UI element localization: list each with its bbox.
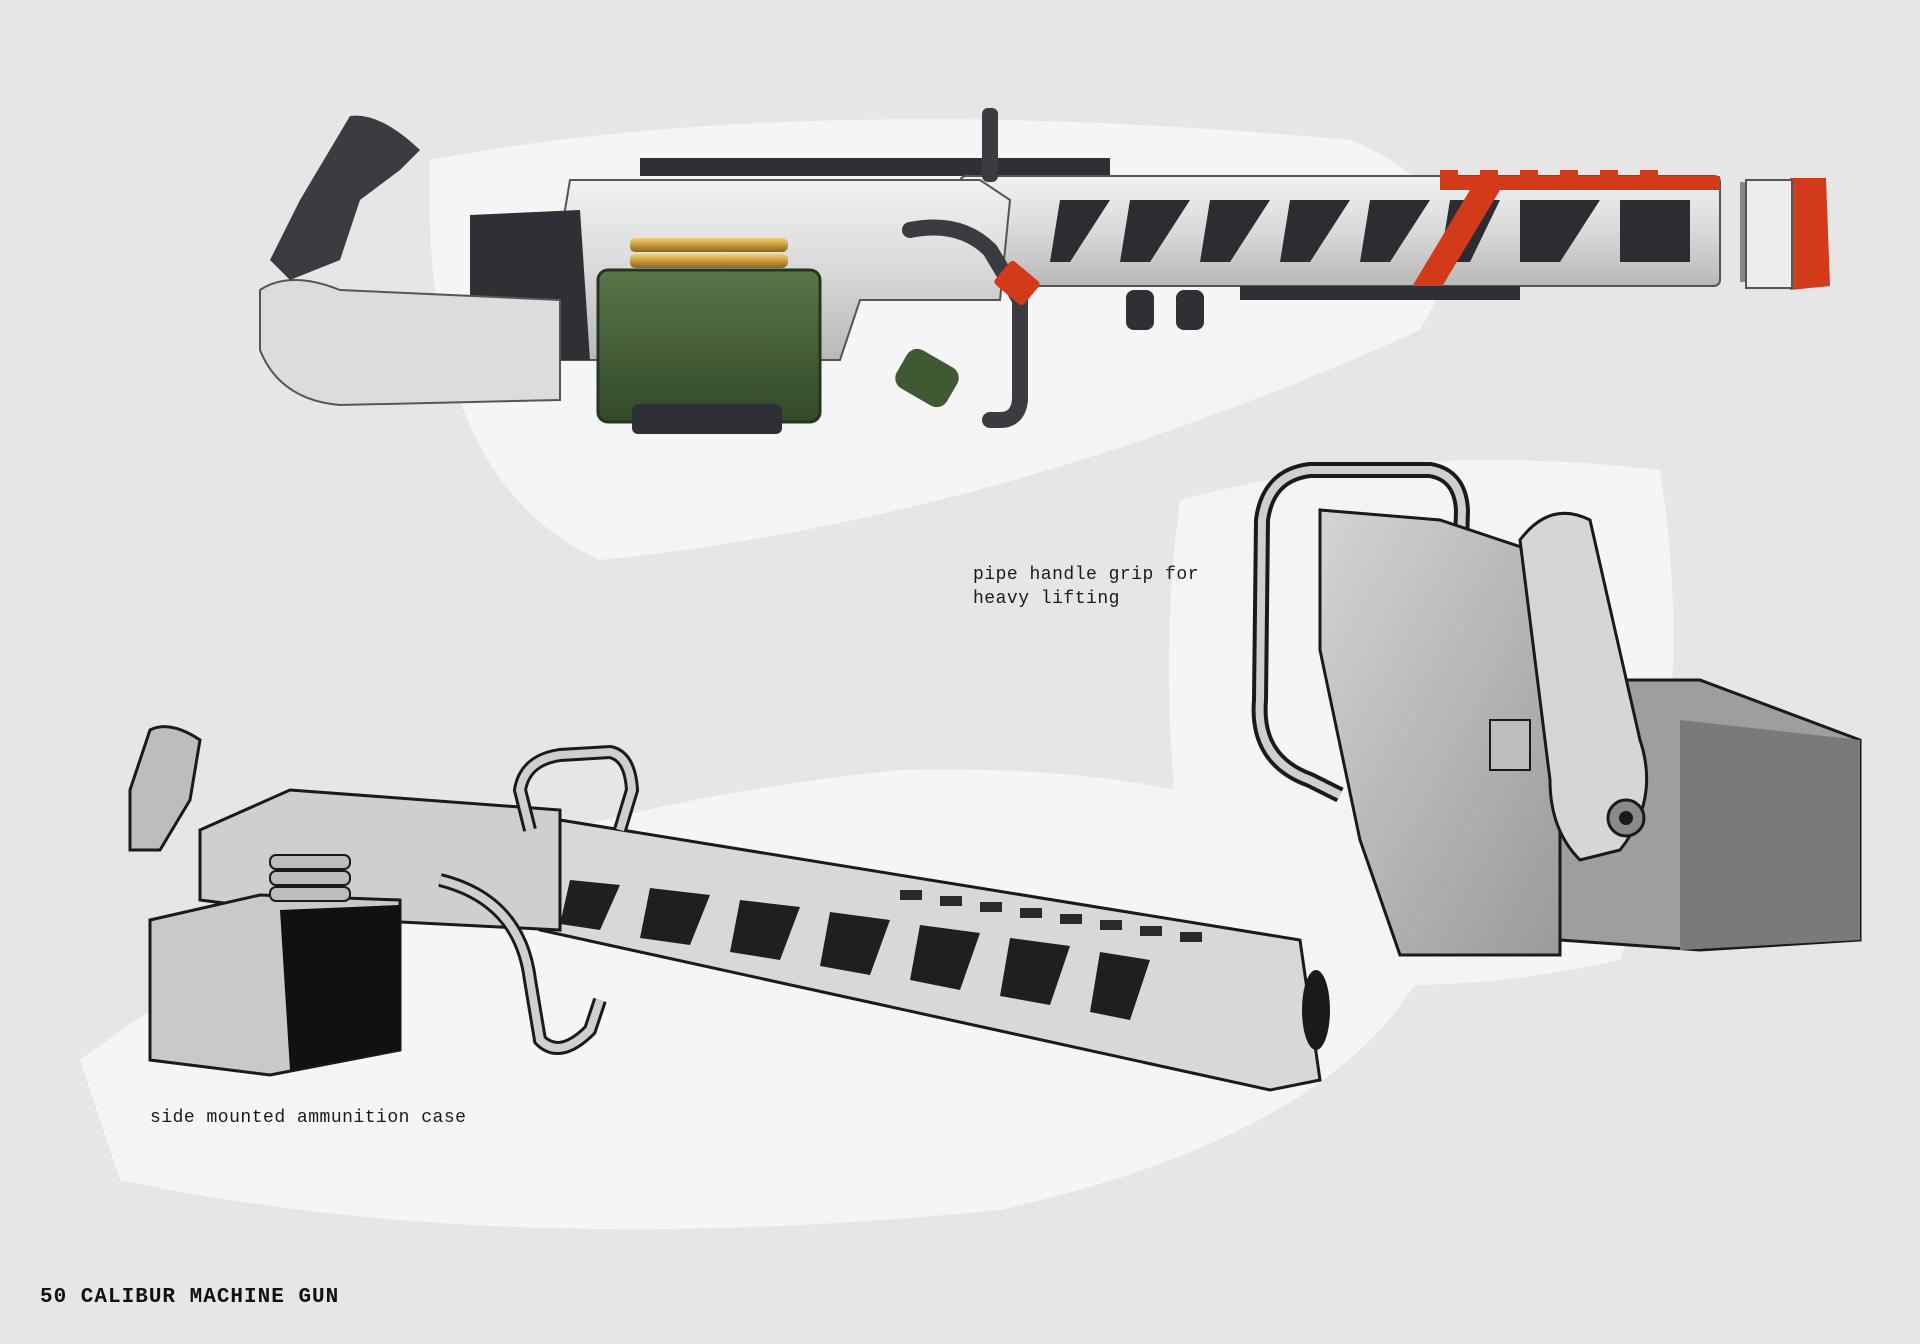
rear-grip bbox=[270, 115, 420, 280]
top-rail bbox=[640, 158, 1110, 176]
three-quarter-sketch bbox=[128, 725, 1330, 1092]
red-diagonal bbox=[1410, 190, 1500, 290]
under-canister-2 bbox=[1176, 290, 1204, 330]
barrel-vents bbox=[1050, 200, 1690, 262]
under-canister-1 bbox=[1126, 290, 1154, 330]
under-rail bbox=[1240, 286, 1520, 300]
sketch-muzzle bbox=[1302, 970, 1330, 1050]
annotation-ammo-case: side mounted ammunition case bbox=[150, 1108, 467, 1128]
annotation-pipe-handle: pipe handle grip for heavy lifting bbox=[973, 563, 1199, 611]
sketch-top-teeth bbox=[900, 890, 1202, 942]
rear-side-panel bbox=[1489, 719, 1531, 771]
red-teeth bbox=[1440, 170, 1658, 180]
ammo-box-foot bbox=[632, 404, 782, 434]
front-sight bbox=[982, 108, 998, 182]
side-canister bbox=[895, 348, 959, 408]
stock-tube bbox=[259, 279, 561, 407]
ammo-box bbox=[596, 268, 822, 424]
rear-receiver bbox=[1318, 508, 1562, 957]
muzzle-ring bbox=[1740, 182, 1748, 282]
annotation-pipe-handle-line-1: pipe handle grip for bbox=[973, 565, 1200, 585]
muzzle-block bbox=[1745, 179, 1793, 289]
sketch-ammo-box-shadow bbox=[280, 905, 400, 1070]
rear-barrel-tube bbox=[1518, 511, 1649, 862]
sketch-ammo-rounds bbox=[269, 854, 351, 902]
page-title: 50 CALIBUR MACHINE GUN bbox=[40, 1286, 340, 1309]
sketch-vents bbox=[560, 880, 1150, 1020]
rear-close-up-sketch bbox=[1251, 462, 1862, 957]
ammo-rounds bbox=[630, 238, 788, 268]
muzzle-red-tip bbox=[1790, 178, 1830, 290]
annotation-pipe-handle-line-2: heavy lifting bbox=[973, 589, 1120, 609]
handle-red-cap bbox=[994, 260, 1040, 306]
sketch-grip bbox=[128, 725, 202, 852]
side-view-render bbox=[259, 108, 1830, 434]
